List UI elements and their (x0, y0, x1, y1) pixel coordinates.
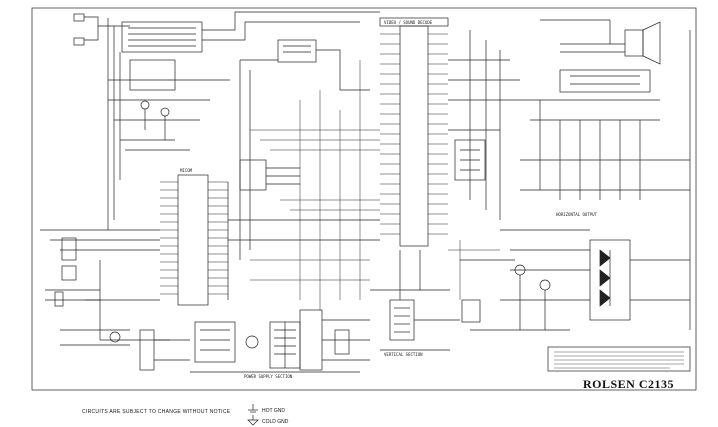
left-bus (107, 18, 230, 230)
main-ic-label: VIDEO / SOUND DECODE (384, 20, 433, 25)
change-notice: CIRCUITS ARE SUBJECT TO CHANGE WITHOUT N… (82, 409, 231, 415)
model-title: ROLSEN C2135 (583, 377, 675, 391)
cold-gnd-symbol (247, 415, 259, 426)
rgb-routing (448, 30, 530, 220)
power-label: POWER SUPPLY SECTION (244, 374, 293, 379)
main-ic (379, 17, 449, 247)
crt-socket (540, 19, 661, 65)
eeprom-ic (239, 159, 300, 191)
power-supply (190, 309, 370, 373)
rgb-output-stage (520, 30, 691, 330)
if-stage (125, 59, 190, 151)
horizontal-label: HORIZONTAL OUTPUT (556, 212, 597, 217)
interconnect (250, 60, 500, 310)
sheet-border (31, 7, 697, 391)
notes-box (547, 346, 691, 372)
vertical-label: VERTICAL SECTION (384, 352, 423, 357)
tuner-block (121, 11, 380, 53)
hot-gnd-symbol (248, 404, 258, 413)
flyback-block (500, 229, 690, 321)
ac-input (60, 329, 190, 371)
micom-ic (160, 174, 380, 306)
horizontal-drive (460, 259, 570, 331)
control-keys (40, 229, 170, 341)
micom-label: MICOM (180, 168, 193, 173)
cold-gnd-label: COLD GND (262, 419, 289, 425)
hot-gnd-label: HOT GND (262, 408, 285, 414)
vertical-output (370, 250, 460, 351)
speaker-block (73, 13, 130, 46)
